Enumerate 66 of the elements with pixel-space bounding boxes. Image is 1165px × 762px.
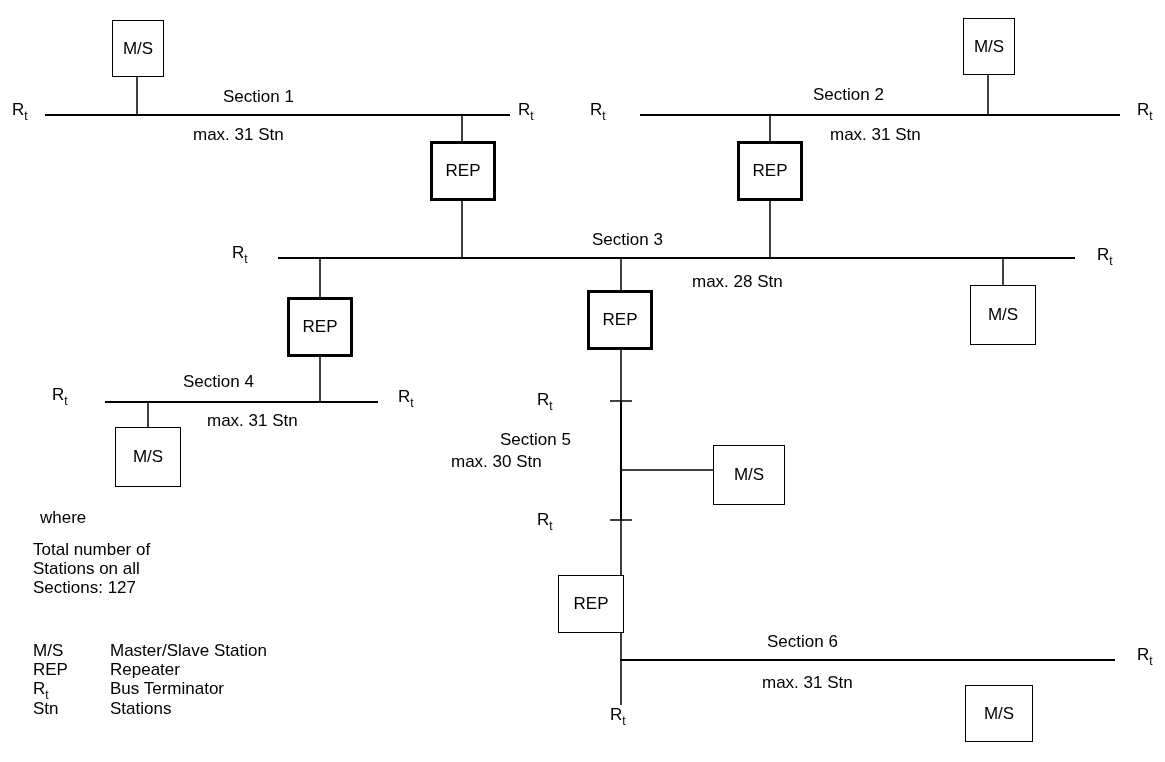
connector-line [136, 76, 138, 115]
legend-text: R$_{t}$ [33, 679, 49, 698]
connector-line [621, 469, 714, 471]
bus-line [620, 659, 1115, 661]
connector-line [319, 258, 321, 298]
bus-label: R$_{t}$ [12, 100, 28, 120]
bus-label: Section 2 [813, 85, 884, 105]
bus-label: max. 31 Stn [830, 125, 921, 145]
bus-label: R$_{t}$ [1137, 100, 1153, 120]
legend-text: M/S [33, 641, 64, 660]
device-box: REP [287, 297, 353, 357]
bus-label: max. 30 Stn [451, 452, 542, 472]
bus-line [278, 257, 1075, 259]
bus-line [640, 114, 1120, 116]
legend-text: Master/Slave Station [110, 641, 267, 660]
bus-line [105, 401, 378, 403]
bus-label: Section 1 [223, 87, 294, 107]
bus-label: Section 6 [767, 632, 838, 652]
device-box: REP [558, 575, 624, 633]
bus-label: R$_{t}$ [590, 100, 606, 120]
device-box: REP [587, 290, 653, 350]
device-box: M/S [112, 20, 164, 77]
bus-label: R$_{t}$ [518, 100, 534, 120]
bus-label: R$_{t}$ [398, 387, 414, 407]
device-box: REP [430, 141, 496, 201]
connector-line [461, 115, 463, 142]
device-box: M/S [713, 445, 785, 505]
legend-text: Repeater [110, 660, 180, 679]
bus-label: R$_{t}$ [610, 705, 626, 725]
bus-line [620, 401, 622, 520]
connector-line [769, 115, 771, 142]
connector-line [620, 349, 622, 402]
connector-line [769, 200, 771, 258]
connector-line [319, 356, 321, 402]
legend-text: Total number of Stations on all Sections: 127 [33, 540, 152, 597]
bus-label: R$_{t}$ [232, 243, 248, 263]
connector-line [461, 200, 463, 258]
bus-label: max. 31 Stn [762, 673, 853, 693]
device-box: M/S [970, 285, 1036, 345]
legend-text: where [40, 508, 87, 527]
connector-line [620, 258, 622, 291]
bus-label: R$_{t}$ [1137, 645, 1153, 665]
bus-line [45, 114, 510, 116]
bus-label: max. 31 Stn [193, 125, 284, 145]
bus-label: R$_{t}$ [537, 510, 553, 530]
connector-line [987, 74, 989, 115]
bus-label: max. 28 Stn [692, 272, 783, 292]
bus-label: R$_{t}$ [1097, 245, 1113, 265]
bus-label: R$_{t}$ [52, 385, 68, 405]
connector-line [620, 632, 622, 660]
bus-label: R$_{t}$ [537, 390, 553, 410]
device-box: M/S [965, 685, 1033, 742]
legend-text: Bus Terminator [110, 679, 224, 698]
device-box: REP [737, 141, 803, 201]
legend-text: Stations [110, 699, 172, 718]
connector-line [620, 519, 622, 576]
bus-label: Section 3 [592, 230, 663, 250]
bus-label: max. 31 Stn [207, 411, 298, 431]
device-box: M/S [963, 18, 1015, 75]
legend-text: Stn [33, 699, 59, 718]
connector-line [147, 402, 149, 428]
device-box: M/S [115, 427, 181, 487]
bus-label: Section 4 [183, 372, 254, 392]
connector-line [1002, 258, 1004, 286]
bus-label: Section 5 [500, 430, 571, 450]
legend-text: REP [33, 660, 68, 679]
